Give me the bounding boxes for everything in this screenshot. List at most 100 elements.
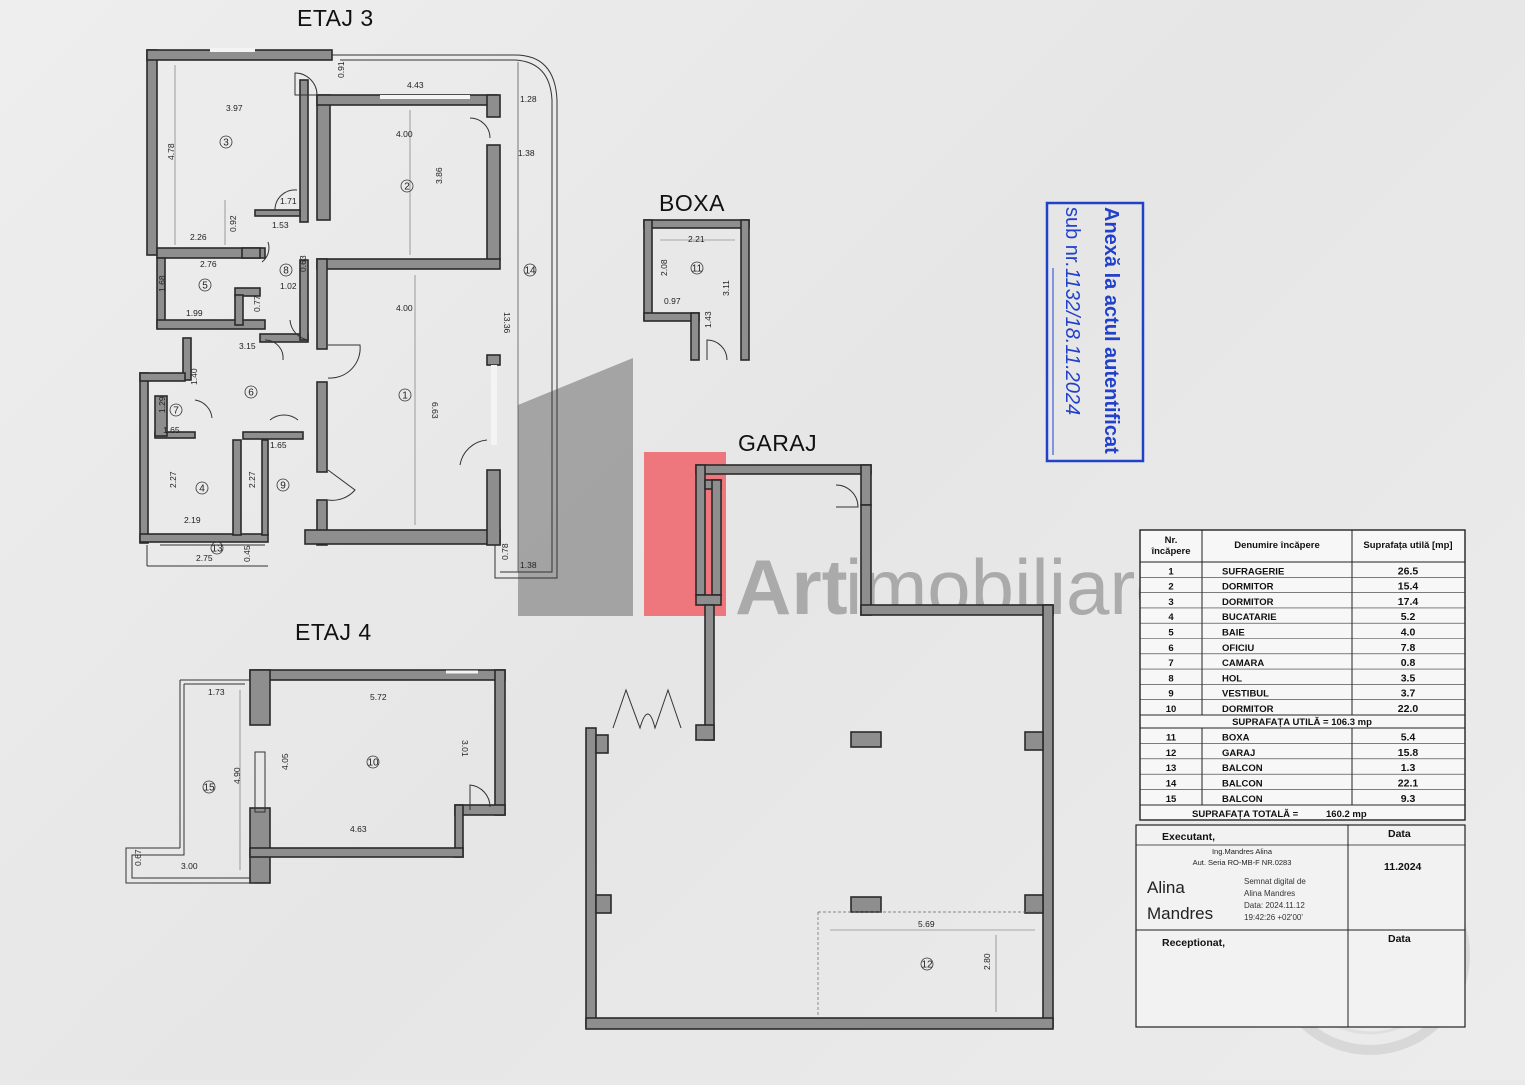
room-area: 22.0 <box>1398 703 1419 715</box>
dim: 2.19 <box>184 515 201 525</box>
dim: 4.63 <box>350 824 367 834</box>
room-number: 5 <box>1168 628 1174 639</box>
dim: 0.67 <box>133 849 143 866</box>
dim: 4.05 <box>280 753 290 770</box>
room-name: BALCON <box>1222 794 1263 805</box>
room-name: HOL <box>1222 673 1242 684</box>
room-number: 10 <box>1166 704 1177 715</box>
stamp-handwritten: 1132/18.11.2024 <box>1061 268 1083 415</box>
room-name: BALCON <box>1222 779 1263 790</box>
data-label-2: Data <box>1388 933 1411 945</box>
room-name: BALCON <box>1222 763 1263 774</box>
title-etaj3: ETAJ 3 <box>297 5 374 31</box>
room-name: BOXA <box>1222 732 1250 743</box>
total-label: SUPRAFAȚA TOTALĂ = <box>1192 809 1299 820</box>
digital-sig-1: Semnat digital de <box>1244 877 1306 886</box>
room-area: 15.4 <box>1398 581 1419 593</box>
header-suprafata: Suprafața utilă [mp] <box>1363 540 1452 551</box>
room-area: 22.1 <box>1398 778 1419 790</box>
signature-first: Alina <box>1147 878 1185 897</box>
receptionat-label: Receptionat, <box>1162 937 1225 949</box>
svg-text:11: 11 <box>692 264 703 275</box>
dim: 0.97 <box>664 296 681 306</box>
room-marker-3: 3 <box>219 135 233 149</box>
data-label: Data <box>1388 828 1411 840</box>
dim: 1.73 <box>208 687 225 697</box>
title-garaj: GARAJ <box>738 430 817 456</box>
dim: 2.21 <box>688 234 705 244</box>
room-number: 12 <box>1166 748 1177 759</box>
room-number: 8 <box>1168 673 1173 684</box>
room-marker-13: 13 <box>210 541 224 555</box>
dim: 2.26 <box>190 232 207 242</box>
dim: 5.72 <box>370 692 387 702</box>
room-name: VESTIBUL <box>1222 689 1269 700</box>
room-number: 2 <box>1168 582 1173 593</box>
dim: 2.27 <box>168 471 178 488</box>
dim: 6.63 <box>430 402 440 419</box>
dim: 2.76 <box>200 259 217 269</box>
room-marker-12: 12 <box>920 957 934 971</box>
watermark-light: imobiliare <box>845 543 1179 631</box>
room-area: 26.5 <box>1398 565 1419 577</box>
dim: 1.71 <box>280 196 297 206</box>
room-name: DORMITOR <box>1222 582 1274 593</box>
dim: 1.65 <box>163 425 180 435</box>
svg-text:15: 15 <box>203 783 215 794</box>
room-number: 11 <box>1166 732 1177 743</box>
room-name: GARAJ <box>1222 748 1255 759</box>
dim: 4.43 <box>407 80 424 90</box>
header-denumire: Denumire încăpere <box>1234 540 1320 551</box>
dim: 1.28 <box>520 94 537 104</box>
dim: 0.92 <box>228 215 238 232</box>
stamp-line2: sub nr. <box>1061 207 1083 267</box>
svg-text:12: 12 <box>921 960 933 971</box>
room-numbers: 1 2 3 4 5 6 7 8 9 10 11 12 13 14 15 <box>169 135 934 971</box>
subtotal: SUPRAFAȚA UTILĂ = 106.3 mp <box>1232 717 1372 728</box>
dim: 1.65 <box>270 440 287 450</box>
room-marker-2: 2 <box>400 179 414 193</box>
room-area: 7.8 <box>1401 642 1416 654</box>
date-value: 11.2024 <box>1384 861 1422 873</box>
svg-text:13: 13 <box>211 544 223 555</box>
title-etaj4: ETAJ 4 <box>295 619 372 645</box>
room-number: 7 <box>1168 658 1173 669</box>
dim: 3.15 <box>239 341 256 351</box>
dim: 1.02 <box>280 281 297 291</box>
room-area: 0.8 <box>1401 657 1416 669</box>
watermark-logo-grey <box>518 358 633 616</box>
dim: 3.00 <box>181 861 198 871</box>
watermark-bold: Art <box>735 543 848 631</box>
signature-last: Mandres <box>1147 904 1213 923</box>
dim: 0.63 <box>298 255 308 272</box>
dim: 1.99 <box>186 308 203 318</box>
dim: 3.86 <box>434 167 444 184</box>
svg-text:9: 9 <box>280 481 286 492</box>
room-marker-5: 5 <box>198 278 212 292</box>
svg-text:6: 6 <box>248 388 254 399</box>
dim: 1.40 <box>189 368 199 385</box>
room-marker-11: 11 <box>690 261 704 275</box>
plan-etaj4: 1.73 5.72 4.90 4.05 3.01 4.63 0.67 3.00 <box>125 669 506 884</box>
room-name: OFICIU <box>1222 643 1254 654</box>
room-marker-14: 14 <box>523 263 537 277</box>
svg-text:14: 14 <box>524 266 536 277</box>
engineer-name: Ing.Mandres Alina <box>1212 847 1273 856</box>
authorization: Aut. Seria RO-MB-F NR.0283 <box>1193 858 1292 867</box>
digital-sig-3: Data: 2024.11.12 <box>1244 901 1305 910</box>
dim: 0.77 <box>252 295 262 312</box>
dim: 1.43 <box>703 311 713 328</box>
room-number: 15 <box>1166 794 1177 805</box>
dim: 4.78 <box>166 143 176 160</box>
svg-text:8: 8 <box>283 266 289 277</box>
dim: 2.08 <box>659 259 669 276</box>
dim: 2.80 <box>982 953 992 970</box>
room-area: 15.8 <box>1398 747 1419 759</box>
room-marker-9: 9 <box>276 478 290 492</box>
room-name: DORMITOR <box>1222 597 1274 608</box>
room-number: 6 <box>1168 643 1173 654</box>
svg-text:7: 7 <box>173 406 179 417</box>
room-name: SUFRAGERIE <box>1222 566 1284 577</box>
